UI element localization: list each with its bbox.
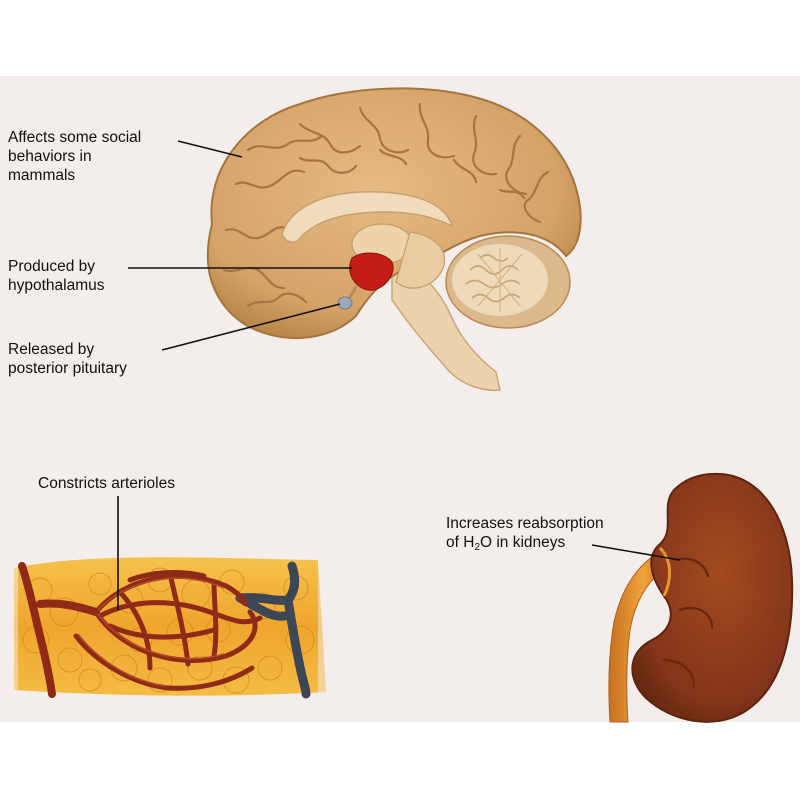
label-social-line1: Affects some social <box>8 129 142 146</box>
arterioles <box>73 570 263 691</box>
label-released-by-pituitary: Released by posterior pituitary <box>8 340 127 378</box>
label-kidney-reabsorption: Increases reabsorption of H2O in kidneys <box>446 514 604 553</box>
brain-sulci <box>222 102 550 308</box>
leader-social <box>177 140 243 158</box>
arteriole-trunk <box>18 562 100 698</box>
corpus-callosum <box>281 191 454 243</box>
label-constricts-arterioles: Constricts arterioles <box>38 474 175 493</box>
arteriole-network-icon <box>0 548 332 699</box>
label-produced-line2: hypothalamus <box>8 277 105 294</box>
label-produced-by-hypothalamus: Produced by hypothalamus <box>8 257 105 295</box>
label-released-line1: Released by <box>8 341 95 358</box>
label-constricts-line1: Constricts arterioles <box>38 475 175 492</box>
kidney-body <box>631 472 794 723</box>
cerebellum <box>445 235 571 329</box>
label-social-line2: behaviors in <box>8 148 92 165</box>
label-kidney-suffix: O in kidneys <box>480 534 566 551</box>
label-kidney-prefix: of H <box>446 534 475 551</box>
label-kidney-line2: of H2O in kidneys <box>446 533 604 553</box>
label-social-line3: mammals <box>8 167 76 184</box>
label-released-line2: posterior pituitary <box>8 360 127 377</box>
kidney-icon <box>608 472 794 723</box>
leader-kidney <box>591 544 681 561</box>
leader-lines <box>117 140 681 610</box>
ureter <box>608 547 677 723</box>
posterior-pituitary <box>337 296 353 310</box>
leader-released <box>161 303 341 351</box>
label-social-behaviors: Affects some social behaviors in mammals <box>8 128 141 185</box>
cerebrum <box>206 87 582 340</box>
label-kidney-subscript: 2 <box>474 542 480 553</box>
label-produced-line1: Produced by <box>8 258 96 275</box>
brain-icon <box>206 87 582 392</box>
brain-stem <box>391 261 501 392</box>
label-kidney-line1: Increases reabsorption <box>446 515 604 532</box>
